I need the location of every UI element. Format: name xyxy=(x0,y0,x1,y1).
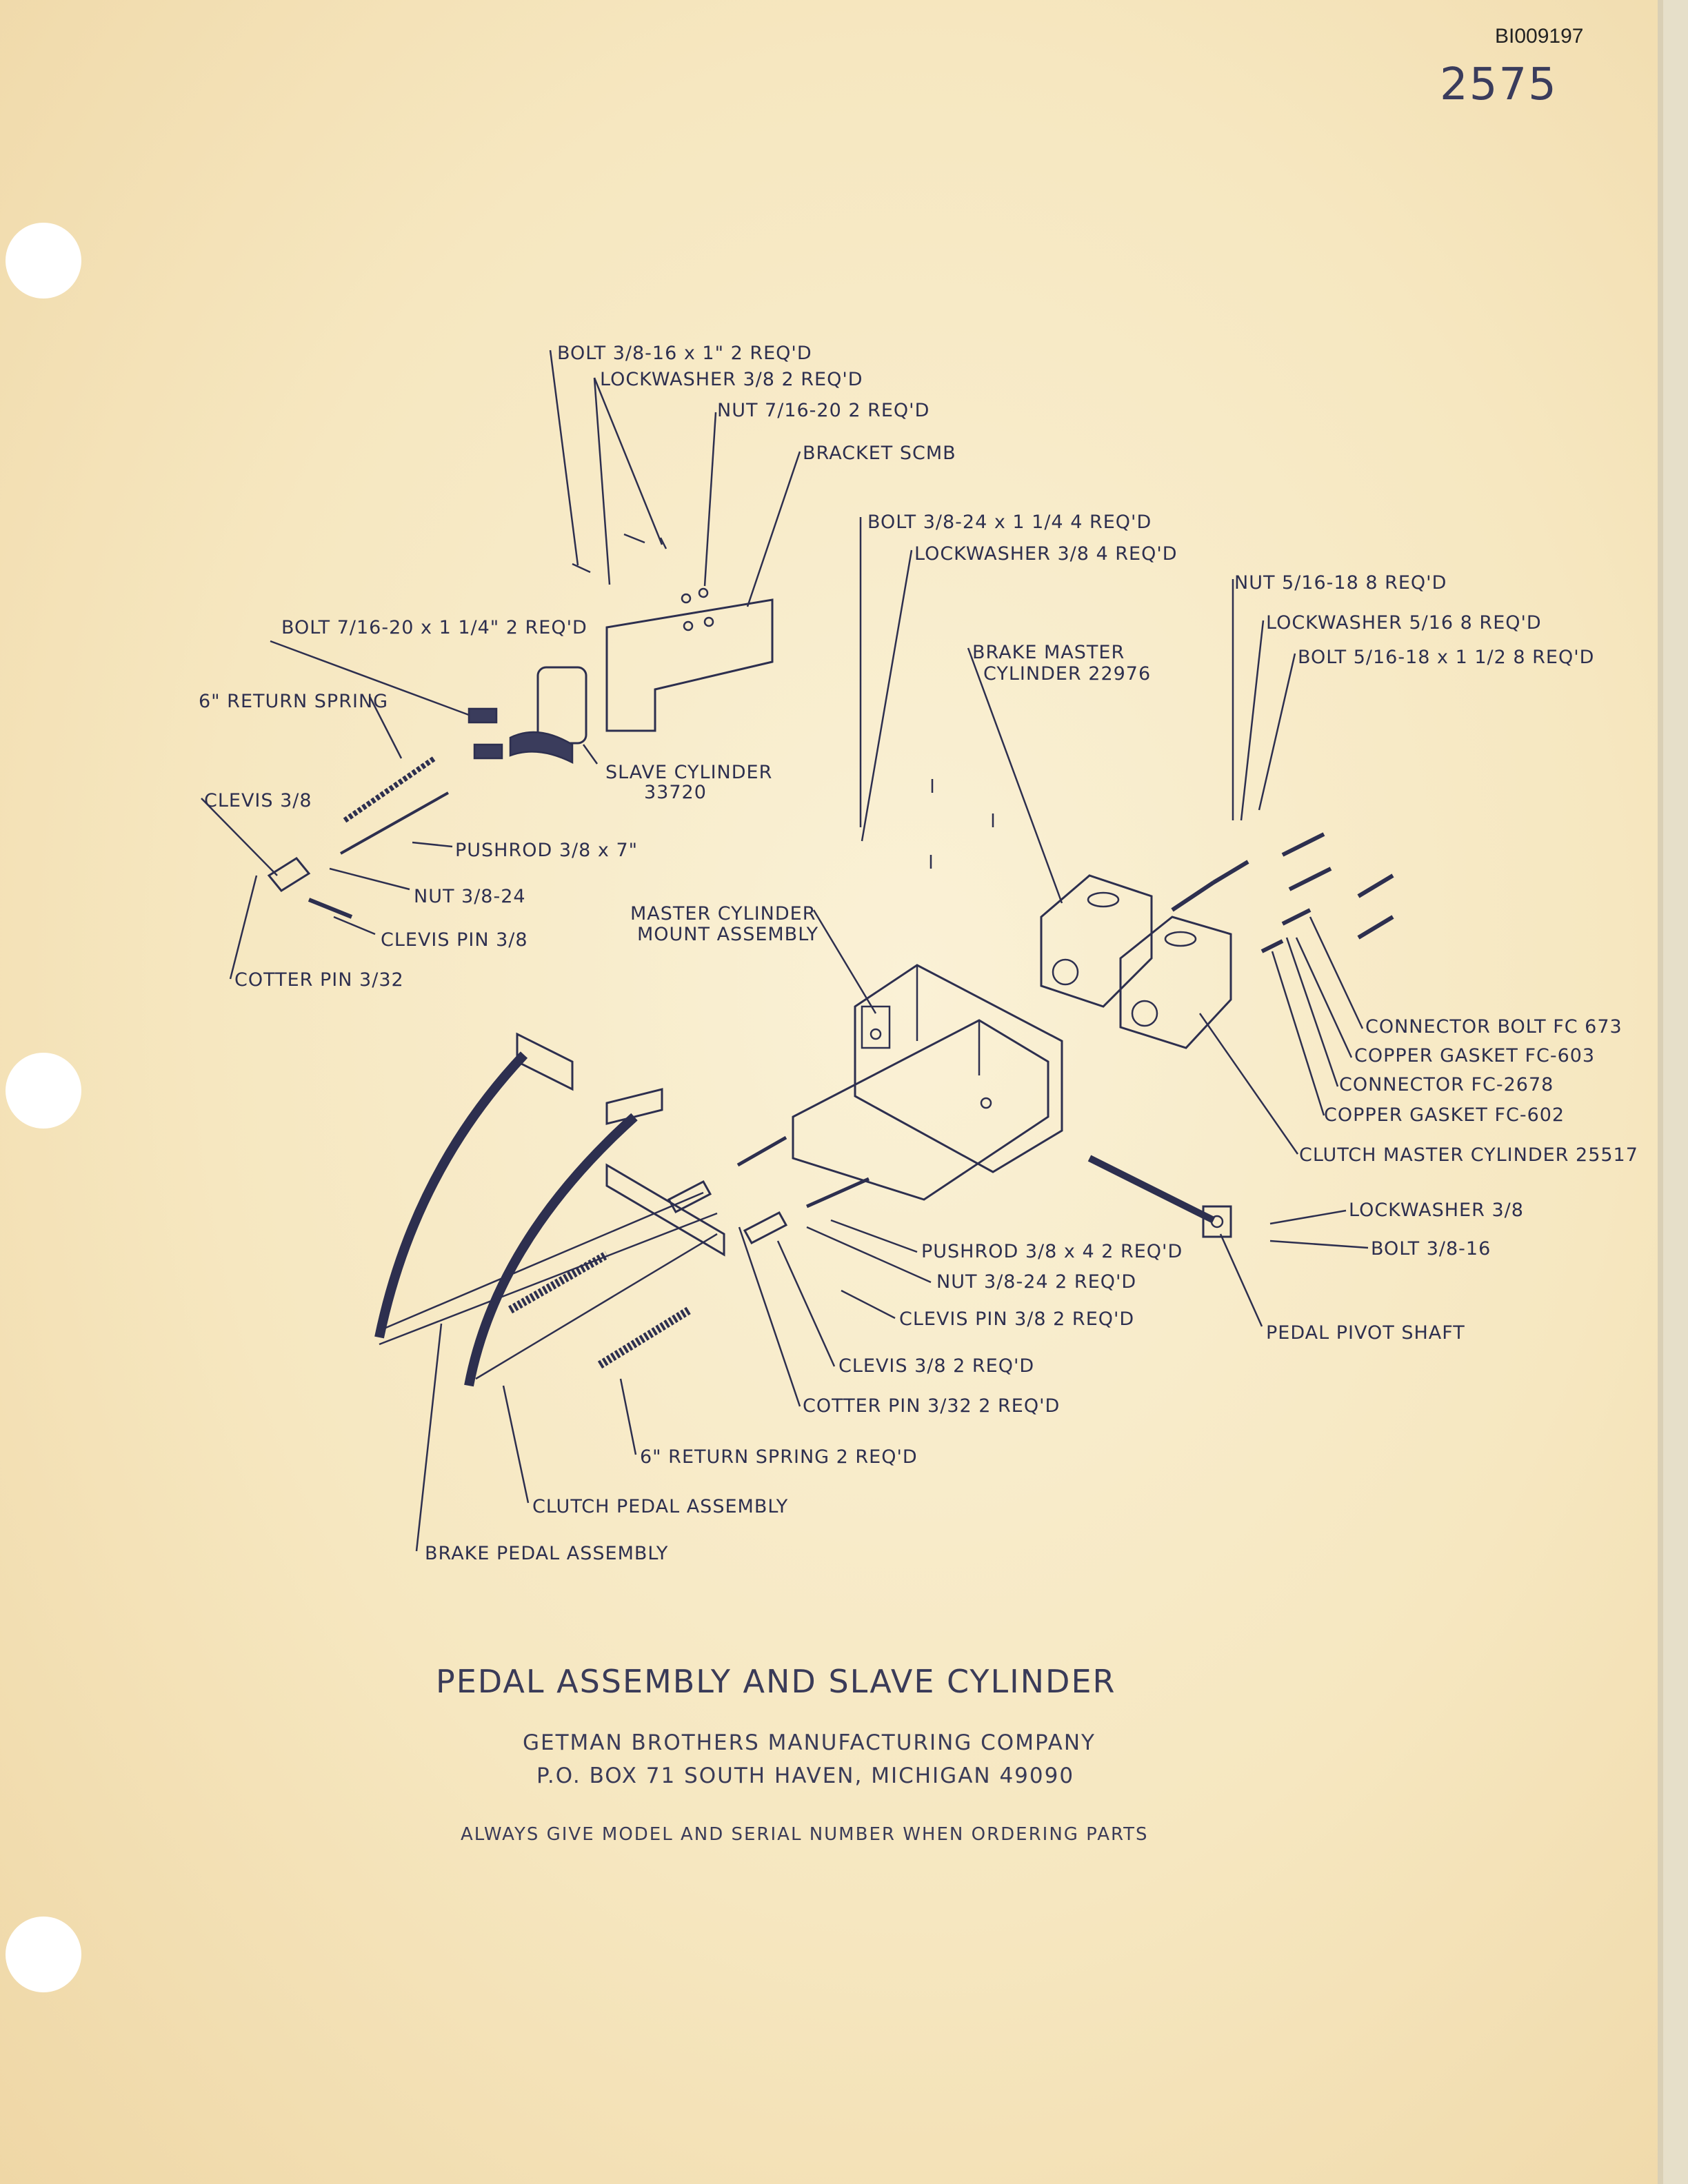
callout-nut-3-8-24-2: NUT 3/8-24 2 REQ'D xyxy=(936,1271,1137,1293)
callout-brake-pedal-assembly: BRAKE PEDAL ASSEMBLY xyxy=(425,1543,669,1564)
callout-clevis-pin-3-8: CLEVIS PIN 3/8 xyxy=(381,929,528,951)
callout-cotter-pin-3-32-2: COTTER PIN 3/32 2 REQ'D xyxy=(803,1395,1061,1417)
callout-nut-3-8-24: NUT 3/8-24 xyxy=(414,886,526,907)
callout-mcm-line2: MOUNT ASSEMBLY xyxy=(637,924,819,945)
page-title: PEDAL ASSEMBLY AND SLAVE CYLINDER xyxy=(436,1663,1116,1700)
callout-clutch-master: CLUTCH MASTER CYLINDER 25517 xyxy=(1299,1144,1638,1166)
callout-clevis-3-8-2: CLEVIS 3/8 2 REQ'D xyxy=(838,1355,1035,1377)
callout-return-spring-2: 6" RETURN SPRING 2 REQ'D xyxy=(640,1446,918,1468)
callout-mcm-line1: MASTER CYLINDER xyxy=(630,903,816,924)
callout-pushrod-3-8x7: PUSHROD 3/8 x 7" xyxy=(455,840,639,861)
callout-bolt-5-16-18: BOLT 5/16-18 x 1 1/2 8 REQ'D xyxy=(1298,647,1595,668)
callout-lockwasher-3-8-2: LOCKWASHER 3/8 2 REQ'D xyxy=(600,369,863,390)
callout-bolt-3-8-24: BOLT 3/8-24 x 1 1/4 4 REQ'D xyxy=(867,512,1152,533)
callout-connector-bolt: CONNECTOR BOLT FC 673 xyxy=(1365,1016,1622,1038)
callout-brake-master-line1: BRAKE MASTER xyxy=(972,642,1125,663)
callout-lockwasher-3-8-4: LOCKWASHER 3/8 4 REQ'D xyxy=(914,543,1178,565)
binder-hole xyxy=(6,1917,81,1992)
document-code: BI009197 xyxy=(1495,25,1584,48)
callout-connector-2678: CONNECTOR FC-2678 xyxy=(1339,1074,1554,1095)
sheet-number: 2575 xyxy=(1440,59,1558,110)
callout-clevis-3-8: CLEVIS 3/8 xyxy=(204,790,312,811)
binder-hole xyxy=(6,223,81,299)
company-name: GETMAN BROTHERS MANUFACTURING COMPANY xyxy=(523,1730,1096,1755)
callout-copper-gasket-603: COPPER GASKET FC-603 xyxy=(1354,1045,1596,1066)
binder-hole xyxy=(6,1053,81,1129)
callout-slave-cylinder-line1: SLAVE CYLINDER xyxy=(605,762,773,783)
callout-copper-gasket-602: COPPER GASKET FC-602 xyxy=(1324,1104,1565,1126)
callout-bolt-3-8-16: BOLT 3/8-16 xyxy=(1371,1238,1491,1260)
callout-bolt-3-8-16x1: BOLT 3/8-16 x 1" 2 REQ'D xyxy=(557,343,812,364)
callout-return-spring: 6" RETURN SPRING xyxy=(199,691,389,712)
callout-pushrod-3-8x4: PUSHROD 3/8 x 4 2 REQ'D xyxy=(921,1241,1183,1262)
callout-nut-5-16-18: NUT 5/16-18 8 REQ'D xyxy=(1234,572,1447,594)
callout-bracket-scmb: BRACKET SCMB xyxy=(803,443,956,464)
callout-lockwasher-3-8-right: LOCKWASHER 3/8 xyxy=(1349,1200,1524,1221)
callout-slave-cylinder-line2: 33720 xyxy=(644,782,707,803)
company-address: P.O. BOX 71 SOUTH HAVEN, MICHIGAN 49090 xyxy=(536,1763,1075,1788)
callout-clevis-pin-3-8-2: CLEVIS PIN 3/8 2 REQ'D xyxy=(899,1308,1135,1330)
callout-cotter-pin-3-32: COTTER PIN 3/32 xyxy=(234,969,404,991)
callout-nut-7-16-20: NUT 7/16-20 2 REQ'D xyxy=(717,400,930,421)
callout-pedal-pivot-shaft: PEDAL PIVOT SHAFT xyxy=(1266,1322,1465,1344)
ordering-note: ALWAYS GIVE MODEL AND SERIAL NUMBER WHEN… xyxy=(461,1824,1149,1845)
callout-lockwasher-5-16: LOCKWASHER 5/16 8 REQ'D xyxy=(1266,612,1542,634)
callout-bolt-7-16-20: BOLT 7/16-20 x 1 1/4" 2 REQ'D xyxy=(281,617,587,638)
callout-brake-master-line2: CYLINDER 22976 xyxy=(983,663,1152,685)
callout-clutch-pedal-assembly: CLUTCH PEDAL ASSEMBLY xyxy=(532,1496,789,1517)
